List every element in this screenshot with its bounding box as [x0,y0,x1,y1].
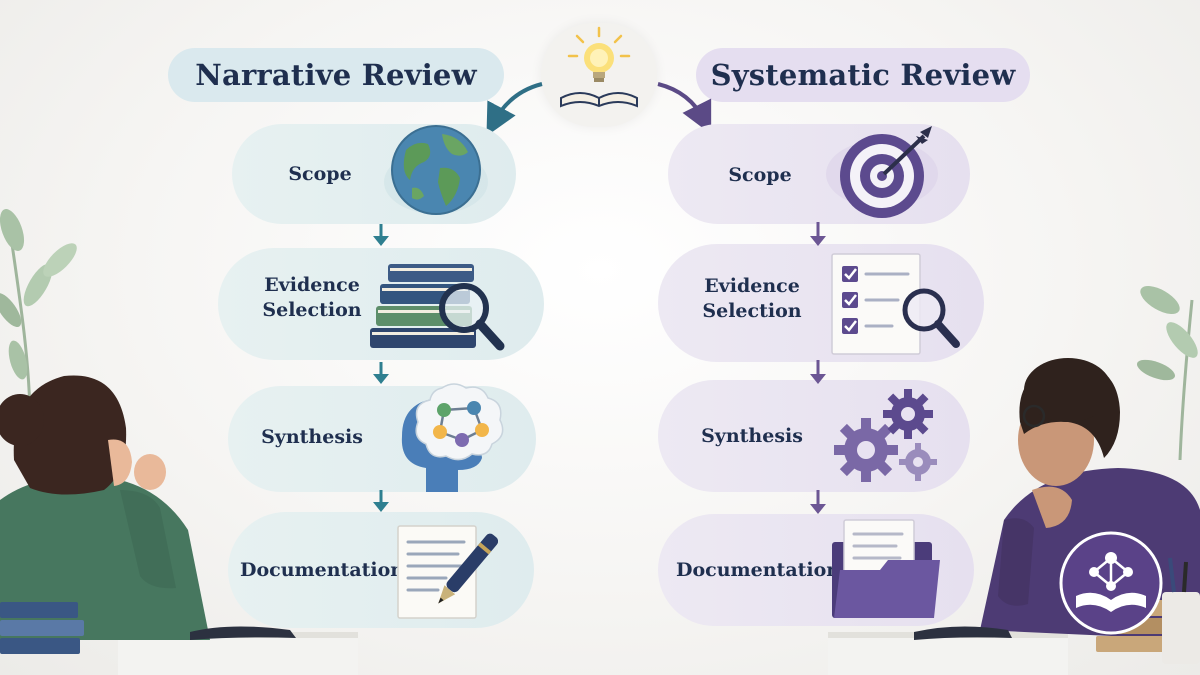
narrative-review-title: Narrative Review [168,48,504,102]
person-left-illustration [0,375,358,675]
plant-right-icon [1137,286,1198,460]
left-step-documentation-label: Documentation [240,559,405,581]
gears-icon [834,389,937,482]
left-step-scope-label: Scope [288,163,352,185]
target-icon [826,126,938,218]
left-step-synthesis-label: Synthesis [261,426,363,448]
paper-pen-icon [397,525,498,619]
mind-network-icon [401,383,504,492]
left-arrow-2 [373,362,389,384]
left-step-documentation-card [228,512,534,628]
lightbulb-book-icon [560,26,638,108]
right-arrow-2 [810,360,826,384]
right-step-documentation-label: Documentation [676,559,841,581]
checklist-magnifier-icon [831,253,960,355]
network-book-logo-icon [1059,531,1163,635]
systematic-review-title: Systematic Review [696,48,1030,102]
right-arrow-3 [810,490,826,514]
branch-arrows [486,82,712,137]
right-arrow-1 [810,222,826,246]
right-step-scope-label: Scope [728,164,792,186]
books-magnifier-icon [370,264,505,351]
right-step-evidence-label: Evidence Selection [702,275,802,322]
left-arrow-3 [373,490,389,512]
folder-icon [832,519,940,618]
globe-icon [384,125,488,215]
left-step-evidence-label: Evidence Selection [262,274,362,321]
left-arrow-1 [373,224,389,246]
right-step-synthesis-label: Synthesis [701,425,803,447]
plant-left-icon [0,209,77,410]
